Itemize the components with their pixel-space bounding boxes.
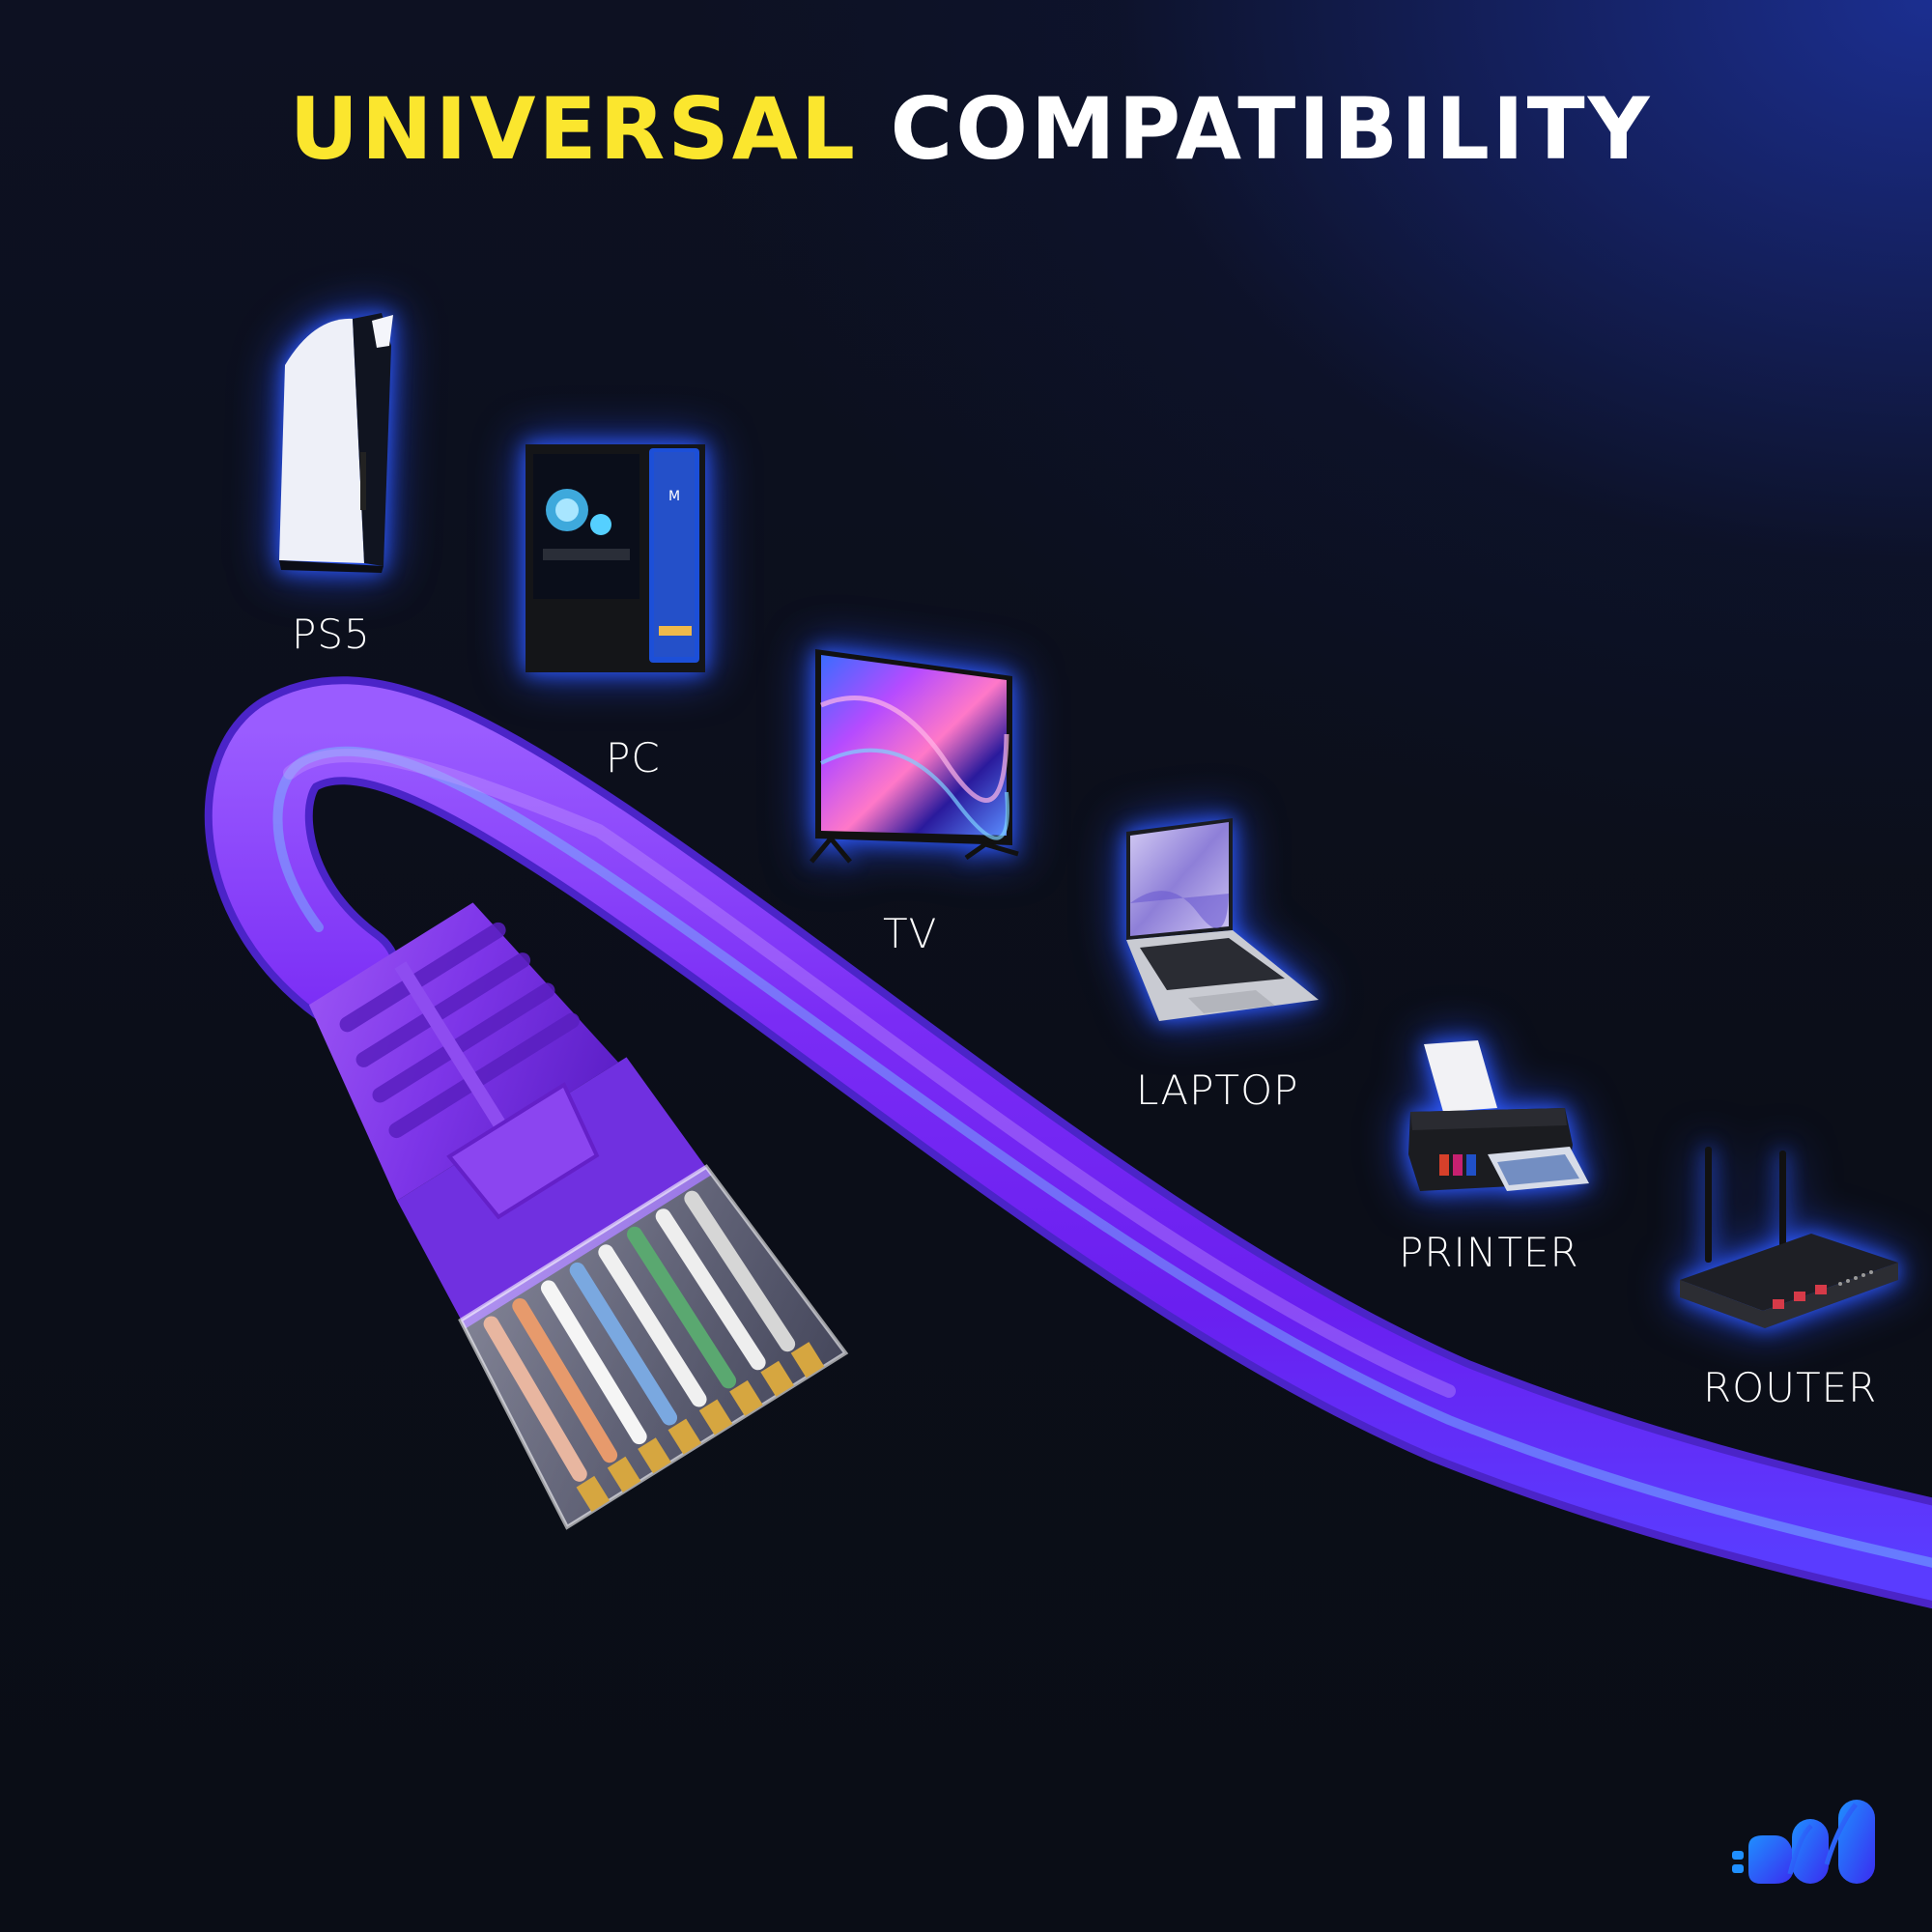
laptop-icon bbox=[1126, 818, 1319, 1021]
label-tv: TV bbox=[883, 910, 938, 957]
router-icon bbox=[1680, 1147, 1898, 1328]
label-router: ROUTER bbox=[1703, 1364, 1878, 1411]
device-tv bbox=[802, 647, 1022, 865]
device-ps5 bbox=[275, 307, 396, 573]
title-rest: COMPATIBILITY bbox=[890, 79, 1653, 179]
printer-icon bbox=[1408, 1040, 1589, 1191]
device-laptop bbox=[1121, 816, 1321, 1021]
device-printer bbox=[1401, 1038, 1589, 1193]
device-pc: M bbox=[524, 433, 705, 672]
brand-logo-icon bbox=[1732, 1800, 1875, 1884]
desktop-tower-icon: M bbox=[526, 444, 705, 672]
title-highlight: UNIVERSAL bbox=[289, 79, 858, 179]
label-printer: PRINTER bbox=[1399, 1229, 1579, 1276]
label-ps5: PS5 bbox=[292, 611, 371, 658]
svg-text:M: M bbox=[668, 489, 680, 504]
television-icon bbox=[810, 649, 1019, 864]
label-pc: PC bbox=[606, 734, 661, 781]
page-title: UNIVERSAL COMPATIBILITY bbox=[0, 79, 1932, 179]
device-router bbox=[1676, 1145, 1900, 1328]
label-laptop: LAPTOP bbox=[1136, 1066, 1299, 1114]
game-console-icon bbox=[279, 313, 393, 573]
